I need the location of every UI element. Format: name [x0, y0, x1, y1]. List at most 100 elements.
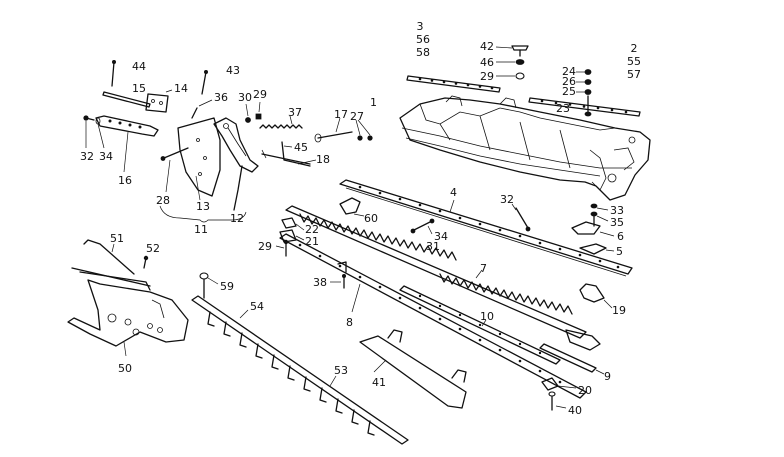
label-60: 60	[364, 212, 378, 225]
label-43: 43	[226, 64, 240, 77]
part-guard-bar-53	[191, 295, 409, 445]
label-3: 3	[417, 20, 424, 33]
label-22: 22	[305, 223, 319, 236]
part-guard-19	[579, 283, 613, 309]
part-washers-27	[355, 119, 373, 141]
part-plate-5	[579, 243, 615, 255]
label-4: 4	[450, 186, 457, 199]
label-18: 18	[316, 153, 330, 166]
label-29: 29	[258, 240, 272, 253]
label-19: 19	[612, 304, 626, 317]
label-29: 29	[480, 70, 494, 83]
part-bolt-31	[410, 218, 435, 235]
label-14: 14	[174, 82, 188, 95]
label-44: 44	[132, 60, 146, 73]
label-34: 34	[99, 150, 113, 163]
label-16: 16	[118, 174, 132, 187]
label-24: 24	[562, 65, 576, 78]
label-54: 54	[250, 300, 264, 313]
label-26: 26	[562, 75, 576, 88]
label-1: 1	[370, 96, 377, 109]
part-plate-14	[145, 89, 173, 113]
label-52: 52	[146, 242, 160, 255]
label-40: 40	[568, 404, 582, 417]
part-pin-17	[314, 117, 353, 143]
label-20: 20	[578, 384, 592, 397]
label-2: 2	[631, 42, 638, 55]
label-13: 13	[196, 200, 210, 213]
label-10: 10	[480, 310, 494, 323]
label-27: 27	[350, 110, 364, 123]
brace-group-11	[159, 205, 247, 223]
label-38: 38	[313, 276, 327, 289]
part-washer-stack-24	[576, 69, 592, 117]
part-plate-13	[177, 117, 221, 201]
part-strip-10	[399, 285, 561, 365]
part-pin-43	[201, 70, 208, 95]
label-55: 55	[627, 55, 641, 68]
part-clips-22-21	[279, 217, 305, 243]
label-33: 33	[610, 204, 624, 217]
label-57: 57	[627, 68, 641, 81]
label-21: 21	[305, 235, 319, 248]
part-bracket-16	[83, 115, 159, 173]
part-plate-41	[359, 329, 467, 409]
label-58: 58	[416, 46, 430, 59]
label-41: 41	[372, 376, 386, 389]
part-rod-45	[281, 141, 311, 167]
part-nut-30	[245, 101, 262, 123]
label-37: 37	[288, 106, 302, 119]
label-51: 51	[110, 232, 124, 245]
part-guard-60	[339, 197, 365, 217]
label-32: 32	[80, 150, 94, 163]
part-bolt-29c	[275, 239, 289, 257]
part-rod-18	[261, 149, 317, 165]
part-bolt-stack-42	[495, 45, 529, 80]
part-pin-44	[111, 60, 117, 87]
part-spring-37	[259, 115, 303, 129]
label-12: 12	[230, 212, 244, 225]
label-42: 42	[480, 40, 494, 53]
part-divider-50	[67, 239, 189, 357]
part-bolt-40	[548, 391, 567, 411]
label-53: 53	[334, 364, 348, 377]
part-strip-right	[528, 97, 641, 117]
part-9	[539, 343, 605, 375]
part-bar-8	[279, 233, 587, 399]
label-36: 36	[214, 91, 228, 104]
label-7: 7	[480, 262, 487, 275]
label-29: 29	[253, 88, 267, 101]
label-8: 8	[346, 316, 353, 329]
part-rod-15	[102, 91, 151, 108]
label-56: 56	[416, 33, 430, 46]
label-45: 45	[294, 141, 308, 154]
label-23: 23	[556, 102, 570, 115]
label-25: 25	[562, 85, 576, 98]
label-35: 35	[610, 216, 624, 229]
label-5: 5	[616, 245, 623, 258]
label-46: 46	[480, 56, 494, 69]
part-strip-left	[406, 75, 501, 93]
part-pin-36	[191, 99, 213, 119]
label-9: 9	[604, 370, 611, 383]
part-arm-12	[213, 117, 259, 211]
part-frame	[399, 95, 651, 201]
label-17: 17	[334, 108, 348, 121]
label-15: 15	[132, 82, 146, 95]
label-30: 30	[238, 91, 252, 104]
label-34: 34	[434, 230, 448, 243]
label-31: 31	[426, 240, 440, 253]
label-32: 32	[500, 193, 514, 206]
label-6: 6	[617, 230, 624, 243]
part-bolt-32	[511, 203, 531, 232]
label-50: 50	[118, 362, 132, 375]
label-28: 28	[156, 194, 170, 207]
label-11: 11	[194, 223, 208, 236]
callout-labels: 3 56 58 42 46 29 2 55 57 24 26 25 23 1 4…	[80, 20, 641, 417]
part-hardware-33-35	[590, 203, 609, 227]
part-knife-7	[285, 205, 601, 351]
part-clip-20	[541, 377, 577, 391]
label-59: 59	[220, 280, 234, 293]
